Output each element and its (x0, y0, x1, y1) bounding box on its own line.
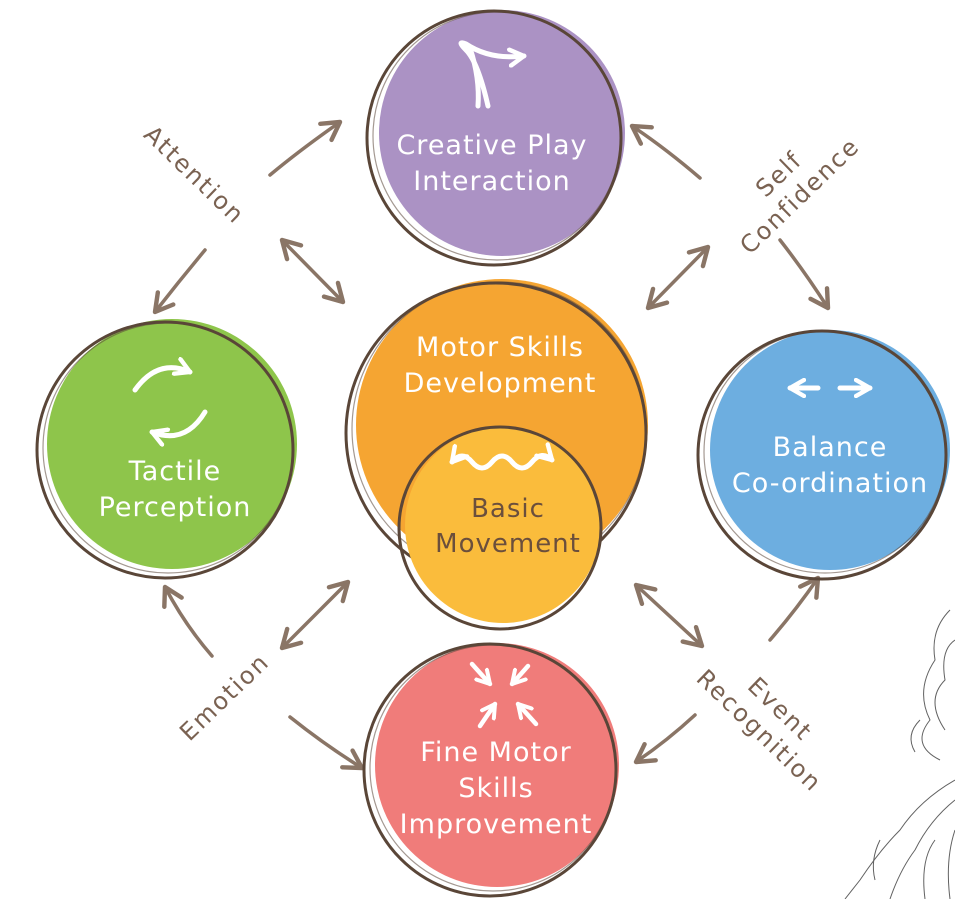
cycle-icon (132, 368, 208, 436)
fine-motor-node (362, 642, 619, 898)
arrow-event-to-balance (768, 575, 821, 642)
creative-play-line2: Interaction (413, 166, 571, 197)
arrow-emotion-diagonal (279, 579, 351, 651)
loop-arrow-icon (458, 40, 527, 109)
tactile-node (35, 319, 297, 580)
motor-skills-line2: Development (403, 368, 597, 399)
arrow-confidence-diagonal (645, 244, 711, 311)
creative-play-label: Creative Play Interaction (396, 128, 587, 200)
basic-movement-line2: Movement (435, 529, 581, 559)
arrow-attention-to-creative (268, 119, 343, 177)
balance-line1: Balance (772, 432, 888, 463)
connector-arrows (152, 119, 831, 771)
fine-motor-line1: Fine Motor (420, 737, 572, 768)
converging-arrows-icon (469, 661, 539, 729)
fine-motor-line2: Skills (458, 773, 534, 804)
wave-arrow-icon (449, 455, 555, 471)
arrow-event-to-fine (633, 713, 697, 765)
basic-movement-line1: Basic (471, 494, 545, 524)
decorative-sketch (844, 609, 955, 899)
arrow-attention-diagonal (279, 237, 346, 305)
balance-label: Balance Co-ordination (732, 430, 928, 502)
tactile-line1: Tactile (128, 456, 222, 487)
basic-movement-node (397, 425, 603, 631)
motor-skills-line1: Motor Skills (416, 332, 584, 363)
fine-motor-line3: Improvement (399, 809, 593, 840)
arrow-attention-to-tactile (152, 248, 207, 315)
tactile-label: Tactile Perception (99, 454, 252, 526)
arrow-emotion-to-tactile (162, 584, 214, 658)
creative-play-line1: Creative Play (396, 130, 588, 161)
balance-line2: Co-ordination (731, 468, 929, 499)
arrow-confidence-to-creative (629, 123, 702, 180)
creative-play-node (365, 9, 625, 267)
arrow-event-diagonal (633, 582, 705, 649)
motor-skills-label: Motor Skills Development (404, 330, 597, 402)
arrow-confidence-to-balance (778, 238, 831, 311)
fine-motor-label: Fine Motor Skills Improvement (400, 735, 593, 843)
balance-node (696, 329, 950, 581)
tactile-line2: Perception (98, 492, 252, 523)
basic-movement-label: Basic Movement (435, 492, 581, 562)
arrow-emotion-to-fine (288, 715, 365, 771)
